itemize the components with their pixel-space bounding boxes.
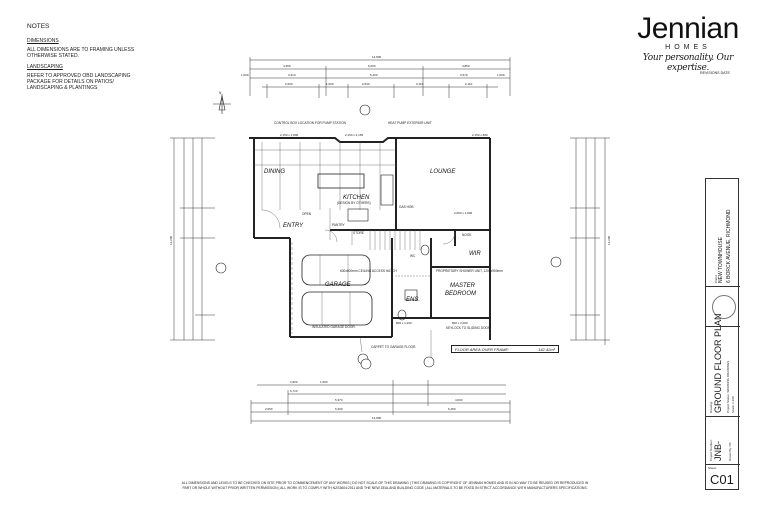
window-size-3: 2,050 x 1,800 — [454, 211, 473, 215]
tb-sheet: C01 — [710, 472, 734, 487]
dim-bottom-a1: 5,370 — [335, 398, 343, 402]
note-keylock: KEYLOCK TO SLIDING DOOR. — [446, 326, 491, 330]
room-garage: GARAGE — [325, 282, 352, 288]
window-size-5: 800 x 2,000 — [452, 321, 468, 325]
notes-dimensions-title: DIMENSIONS — [27, 38, 59, 44]
tb-sheet-cell: Sheet: C01 — [706, 465, 740, 491]
room-kitchen: KITCHEN — [343, 195, 370, 201]
dim-bottom-d2: 1,600 — [320, 380, 328, 384]
room-bedroom: BEDROOM — [445, 291, 476, 297]
room-pantry: PANTRY — [332, 223, 346, 227]
north-arrow-icon — [213, 94, 231, 114]
room-wc: WC — [410, 254, 416, 258]
room-nook: NOOK — [462, 233, 472, 237]
tb-client-cell: Client: NEW TOWNHOUSE 6 BORCK AVENUE, RI… — [706, 179, 740, 287]
room-ens: ENS. — [406, 297, 420, 303]
dim-left-overall: 12,200 — [169, 235, 173, 245]
dim-top-3c: 5,400 — [370, 73, 378, 77]
dim-top-3b: 3,310 — [288, 73, 296, 77]
dim-top-4d: 3,110 — [416, 82, 424, 86]
dim-bottom-d1: 2,600 — [290, 380, 298, 384]
dim-top-overall: 14,800 — [372, 55, 382, 59]
note-carpet: CARPET TO GARAGE FLOOR. — [371, 345, 416, 349]
brand-logo: Jennian HOMES Your personality. Our expe… — [628, 12, 748, 74]
floor-area-label: FLOOR AREA OVER FRAME: — [455, 347, 510, 352]
notes-landscaping-title: LANDSCAPING — [27, 64, 63, 70]
brand-name: Jennian — [637, 12, 739, 45]
dim-bottom-a2: 4,000 — [455, 398, 463, 402]
dim-top-3a: 1,000 — [241, 73, 249, 77]
footer-line-1: ALL DIMENSIONS AND LEVELS TO BE CHECKED … — [181, 481, 589, 485]
dim-top-4a: 2,600 — [285, 82, 293, 86]
room-store: STORE — [353, 231, 364, 235]
tb-drawn-by: Drawn By: PK — [728, 442, 732, 461]
brand-sub: HOMES — [665, 44, 711, 51]
room-entry: ENTRY — [283, 223, 304, 229]
tb-sheet-label: Sheet: — [708, 466, 717, 470]
dim-top-3d: 3,570 — [460, 73, 468, 77]
note-open: OPEN — [302, 212, 312, 216]
footer-disclaimer: ALL DIMENSIONS AND LEVELS TO BE CHECKED … — [120, 481, 650, 491]
room-lounge: LOUNGE — [430, 169, 456, 175]
note-gas-hob: GAS HOB — [399, 205, 414, 209]
tb-project-status: Project Status: WORKING DRAWINGS — [726, 360, 730, 413]
note-control-box: CONTROL BOX LOCATION FOR PUMP STATION — [274, 121, 347, 125]
floor-area-box: FLOOR AREA OVER FRAME: 142.42m² — [451, 345, 559, 353]
dim-top-2a: 4,350 — [283, 64, 291, 68]
tb-project-number: JNB- — [713, 441, 723, 461]
notes-dimensions-text: ALL DIMENSIONS ARE TO FRAMING UNLESS OTH… — [27, 47, 135, 59]
tb-client: NEW TOWNHOUSE — [718, 237, 724, 283]
dim-top-4b: 1,600 — [326, 82, 334, 86]
note-shower: PROPRIETARY SHOWER UNIT, 1200x900mm — [436, 269, 503, 273]
tb-drawing-cell: Drawing: GROUND FLOOR PLAN Project Statu… — [706, 313, 740, 417]
tb-scale: Scale: 1:100 — [731, 396, 735, 413]
dim-bottom-b3: 6,450 — [448, 407, 456, 411]
dim-bottom-b1: 2,050 — [265, 407, 273, 411]
dim-bottom-overall: 14,800 — [372, 416, 382, 420]
window-size-6: 2,150 x 2,165 — [345, 133, 364, 137]
dim-bottom-b2: 6,300 — [335, 407, 343, 411]
room-dining: DINING — [264, 169, 285, 175]
window-size-2: 2,150 x 800 — [472, 133, 488, 137]
tb-project-cell: Project Number: JNB- Drawn By: PK — [706, 417, 740, 465]
footer-line-2: PART OR WHOLE WITHOUT PRIOR WRITTEN PERM… — [182, 486, 588, 490]
title-block: Client: NEW TOWNHOUSE 6 BORCK AVENUE, RI… — [705, 178, 740, 491]
dim-top-3e: 1,000 — [497, 73, 505, 77]
room-master: MASTER — [450, 283, 476, 289]
brand-tagline: Your personality. Our expertise. — [642, 53, 734, 73]
notes-panel: NOTES DIMENSIONS ALL DIMENSIONS ARE TO F… — [27, 23, 147, 96]
tb-address: 6 BORCK AVENUE, RICHMOND — [726, 209, 732, 283]
dim-bottom-c1: 6,710 — [290, 389, 298, 393]
revisions-label: REVISIONS DATE — [700, 71, 730, 75]
note-ceiling-access: 600x600mm CEILING ACCESS HATCH — [340, 269, 397, 273]
tb-logo-cell — [706, 287, 740, 327]
notes-landscaping-text: REFER TO APPROVED OBD LANDSCAPING PACKAG… — [27, 73, 131, 91]
window-size-1: 2,150 x 1,800 — [280, 133, 299, 137]
note-garage-door: INSULATED GARAGE DOOR. — [312, 325, 356, 329]
dim-right-overall: 12,200 — [607, 235, 611, 245]
north-label: N — [219, 91, 222, 95]
room-wir: WIR — [469, 251, 481, 257]
council-stamp-icon — [712, 295, 736, 319]
dim-top-2b: 5,600 — [368, 64, 376, 68]
dim-top-2c: 4,850 — [462, 64, 470, 68]
tb-drawing: GROUND FLOOR PLAN — [713, 313, 723, 413]
room-kitchen-note: (DESIGN BY OTHERS) — [337, 201, 371, 205]
dim-top-4c: 2,530 — [362, 82, 370, 86]
note-heat-pump: HEAT PUMP EXTERIOR UNIT — [388, 121, 432, 125]
window-size-4: 800 x 1,200 — [396, 321, 412, 325]
notes-heading: NOTES — [27, 23, 50, 30]
dim-top-4e: 2,110 — [465, 82, 473, 86]
floor-area-value: 142.42m² — [538, 347, 555, 352]
